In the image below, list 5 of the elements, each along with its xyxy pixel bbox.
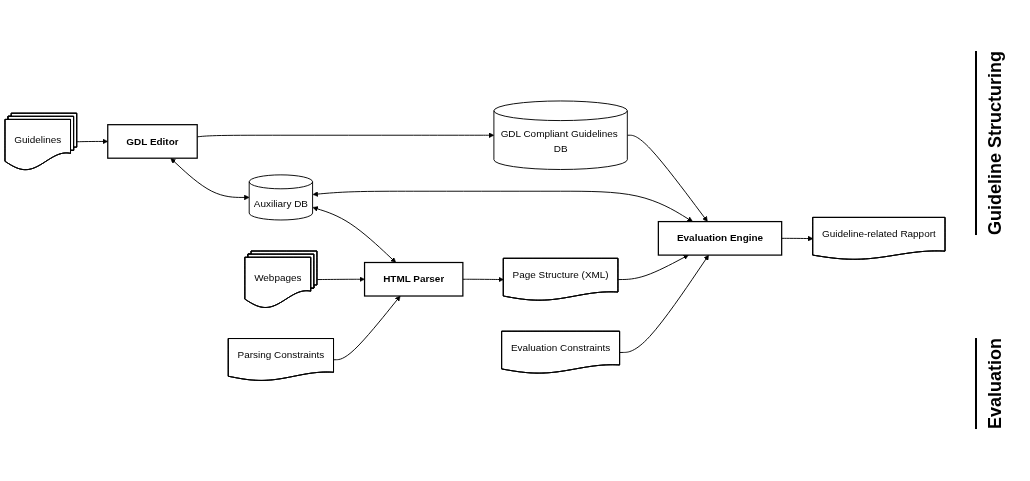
section-label: Guideline Structuring [974,51,1006,236]
node-box: Evaluation Engine [657,220,783,256]
node-box: HTML Parser [363,261,464,297]
section-label: Evaluation [974,338,1006,430]
node-box: GDL Editor [107,123,198,159]
